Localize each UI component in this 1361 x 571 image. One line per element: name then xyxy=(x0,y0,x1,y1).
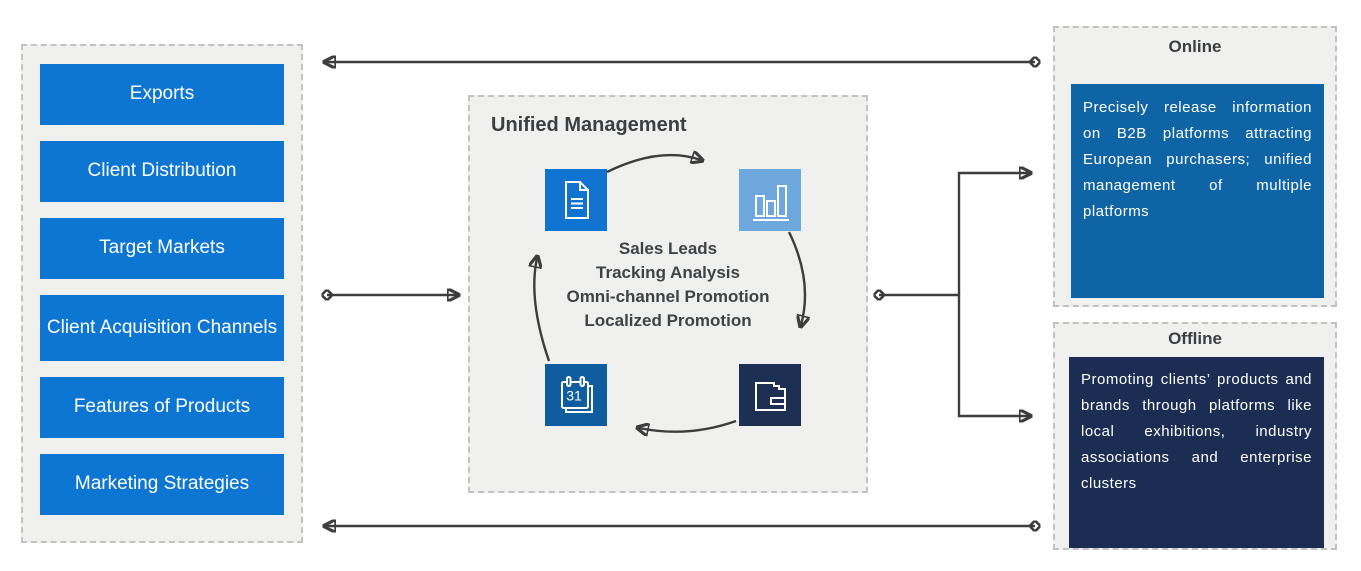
cycle-label: Localized Promotion xyxy=(584,311,752,330)
online-panel: Online Precisely release information on … xyxy=(1053,26,1337,307)
topics-panel: Exports Client Distribution Target Marke… xyxy=(21,44,303,543)
panel-title: Unified Management xyxy=(491,114,687,136)
calendar-icon: 31 xyxy=(545,364,607,426)
topic-button-target-markets[interactable]: Target Markets xyxy=(40,218,284,279)
cycle-label: Sales Leads xyxy=(618,239,718,258)
topic-button-client-acquisition-channels[interactable]: Client Acquisition Channels xyxy=(40,295,284,361)
online-title: Online xyxy=(1168,37,1222,56)
offline-panel: Offline Promoting clients’ products and … xyxy=(1053,322,1337,550)
unified-management-panel: Unified Management 31 xyxy=(468,95,868,493)
topic-button-features-of-products[interactable]: Features of Products xyxy=(40,377,284,438)
offline-title: Offline xyxy=(1168,329,1222,348)
cycle-labels: Sales Leads Tracking Analysis Omni-chann… xyxy=(470,237,866,333)
folder-icon xyxy=(739,364,801,426)
cycle-label: Tracking Analysis xyxy=(596,263,740,282)
topic-button-client-distribution[interactable]: Client Distribution xyxy=(40,141,284,202)
bar-chart-icon xyxy=(739,169,801,231)
document-icon xyxy=(545,169,607,231)
topic-button-marketing-strategies[interactable]: Marketing Strategies xyxy=(40,454,284,515)
calendar-day-label: 31 xyxy=(566,388,582,404)
topic-button-exports[interactable]: Exports xyxy=(40,64,284,125)
branch-to-offline-arrow xyxy=(957,294,1029,416)
offline-description: Promoting clients’ products and brands t… xyxy=(1069,357,1324,548)
branch-to-online-arrow xyxy=(957,173,1029,295)
cycle-label: Omni-channel Promotion xyxy=(566,287,770,306)
online-description: Precisely release information on B2B pla… xyxy=(1071,84,1324,298)
